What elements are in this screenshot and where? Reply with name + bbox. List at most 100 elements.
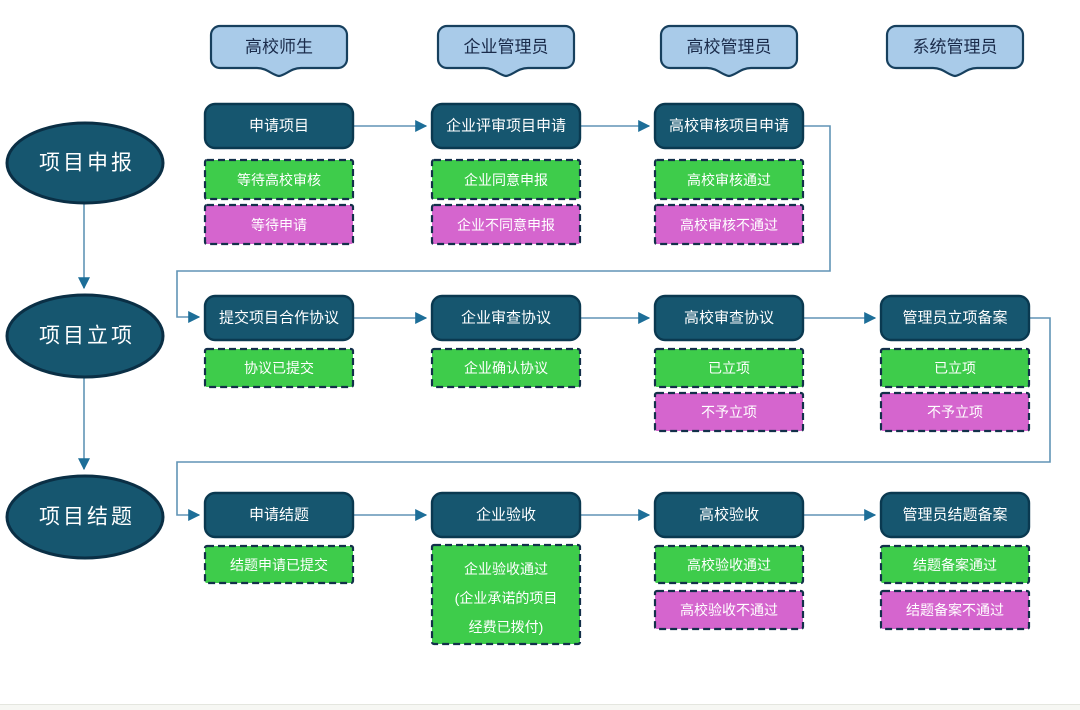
step-shape (653, 294, 805, 342)
status-ok-r3c4: 结题备案通过 (879, 544, 1031, 585)
status-shape (430, 347, 582, 389)
lane-header-university-users: 高校师生 (209, 24, 349, 78)
status-shape (653, 158, 805, 201)
lane-header-enterprise-admin: 企业管理员 (436, 24, 576, 78)
status-shape (430, 158, 582, 201)
lane-header-system-admin: 系统管理员 (885, 24, 1025, 78)
step-title: 高校验收 (699, 507, 759, 524)
status-shape (653, 544, 805, 585)
status-label-line1: 企业验收通过 (464, 561, 548, 577)
status-ng-r1c3: 高校审核不通过 (653, 203, 805, 246)
step-shape (653, 102, 805, 150)
status-label: 高校验收通过 (687, 557, 771, 573)
status-label: 结题备案通过 (913, 557, 997, 573)
status-label: 高校审核通过 (687, 172, 771, 188)
footer-strip (0, 705, 1080, 710)
phase-ellipse-closing: 项目结题 (5, 474, 165, 560)
status-shape (653, 391, 805, 433)
status-label: 企业同意申报 (464, 172, 548, 188)
step-node-r1c2: 企业评审项目申请 (430, 102, 582, 150)
step-shape (430, 491, 582, 539)
status-label: 已立项 (934, 360, 976, 376)
phase-label: 项目申报 (39, 152, 135, 175)
status-shape (430, 203, 582, 246)
status-ng-r3c4: 结题备案不通过 (879, 589, 1031, 631)
status-ok-r1c2: 企业同意申报 (430, 158, 582, 201)
status-label: 企业不同意申报 (457, 217, 555, 233)
status-shape (430, 543, 582, 646)
status-ok-r1c1: 等待高校审核 (203, 158, 355, 201)
phase-label: 项目结题 (39, 506, 135, 529)
status-label: 不予立项 (927, 404, 983, 420)
lane-header-shape (436, 24, 576, 78)
status-ok-r2c2: 企业确认协议 (430, 347, 582, 389)
lane-header-label: 高校管理员 (687, 38, 772, 57)
status-label: 协议已提交 (244, 360, 314, 376)
status-label: 结题备案不通过 (906, 602, 1004, 618)
status-ok-r2c4: 已立项 (879, 347, 1031, 389)
step-node-r2c2: 企业审查协议 (430, 294, 582, 342)
step-node-r2c1: 提交项目合作协议 (203, 294, 355, 342)
step-node-r1c3: 高校审核项目申请 (653, 102, 805, 150)
step-shape (879, 491, 1031, 539)
status-shape (203, 203, 355, 246)
step-shape (203, 294, 355, 342)
status-shape (879, 589, 1031, 631)
phase-shape (5, 474, 165, 560)
step-shape (203, 491, 355, 539)
status-ok-r2c1: 协议已提交 (203, 347, 355, 389)
step-node-r2c4: 管理员立项备案 (879, 294, 1031, 342)
phase-ellipse-approval: 项目立项 (5, 293, 165, 379)
step-shape (879, 294, 1031, 342)
lane-header-shape (209, 24, 349, 78)
status-shape (879, 347, 1031, 389)
step-title: 申请结题 (249, 507, 309, 524)
status-shape (653, 203, 805, 246)
status-ng-r1c2: 企业不同意申报 (430, 203, 582, 246)
lane-header-shape (885, 24, 1025, 78)
step-node-r3c1: 申请结题 (203, 491, 355, 539)
step-title: 申请项目 (249, 118, 309, 135)
status-ng-r2c3: 不予立项 (653, 391, 805, 433)
step-title: 企业验收 (476, 506, 536, 524)
phase-shape (5, 293, 165, 379)
status-shape (203, 347, 355, 389)
lane-header-label: 系统管理员 (913, 38, 998, 57)
phase-shape (5, 121, 165, 205)
step-node-r2c3: 高校审查协议 (653, 294, 805, 342)
step-node-r1c1: 申请项目 (203, 102, 355, 150)
status-label: 等待高校审核 (237, 172, 321, 188)
step-title: 高校审查协议 (684, 310, 774, 327)
lane-header-shape (659, 24, 799, 78)
lane-header-university-admin: 高校管理员 (659, 24, 799, 78)
step-title: 管理员结题备案 (902, 506, 1007, 524)
status-shape (879, 544, 1031, 585)
connectors (78, 120, 1051, 521)
status-ok-r3c3: 高校验收通过 (653, 544, 805, 585)
step-shape (203, 102, 355, 150)
step-node-r3c4: 管理员结题备案 (879, 491, 1031, 539)
status-ok-r1c3: 高校审核通过 (653, 158, 805, 201)
step-title: 高校审核项目申请 (669, 118, 789, 135)
step-title: 企业审查协议 (461, 309, 551, 327)
connector-r1c3-r2c1-wrap (176, 125, 831, 323)
status-shape (203, 158, 355, 201)
step-node-r3c2: 企业验收 (430, 491, 582, 539)
status-ng-r2c4: 不予立项 (879, 391, 1031, 433)
connector-r2c4-r3c1-wrap (176, 317, 1051, 521)
status-ng-r1c1: 等待申请 (203, 203, 355, 246)
status-label: 企业确认协议 (464, 360, 548, 376)
status-label: 结题申请已提交 (230, 557, 328, 573)
step-title: 提交项目合作协议 (219, 309, 339, 327)
status-label-line2: (企业承诺的项目 (455, 590, 558, 606)
status-ok-r2c3: 已立项 (653, 347, 805, 389)
status-label: 等待申请 (251, 217, 307, 233)
status-label: 高校审核不通过 (680, 217, 778, 233)
status-shape (203, 544, 355, 585)
status-ok-r3c2: 企业验收通过 (企业承诺的项目 经费已拨付) (430, 543, 582, 646)
step-node-r3c3: 高校验收 (653, 491, 805, 539)
status-label: 高校验收不通过 (680, 602, 778, 618)
status-label-line3: 经费已拨付) (469, 619, 544, 635)
